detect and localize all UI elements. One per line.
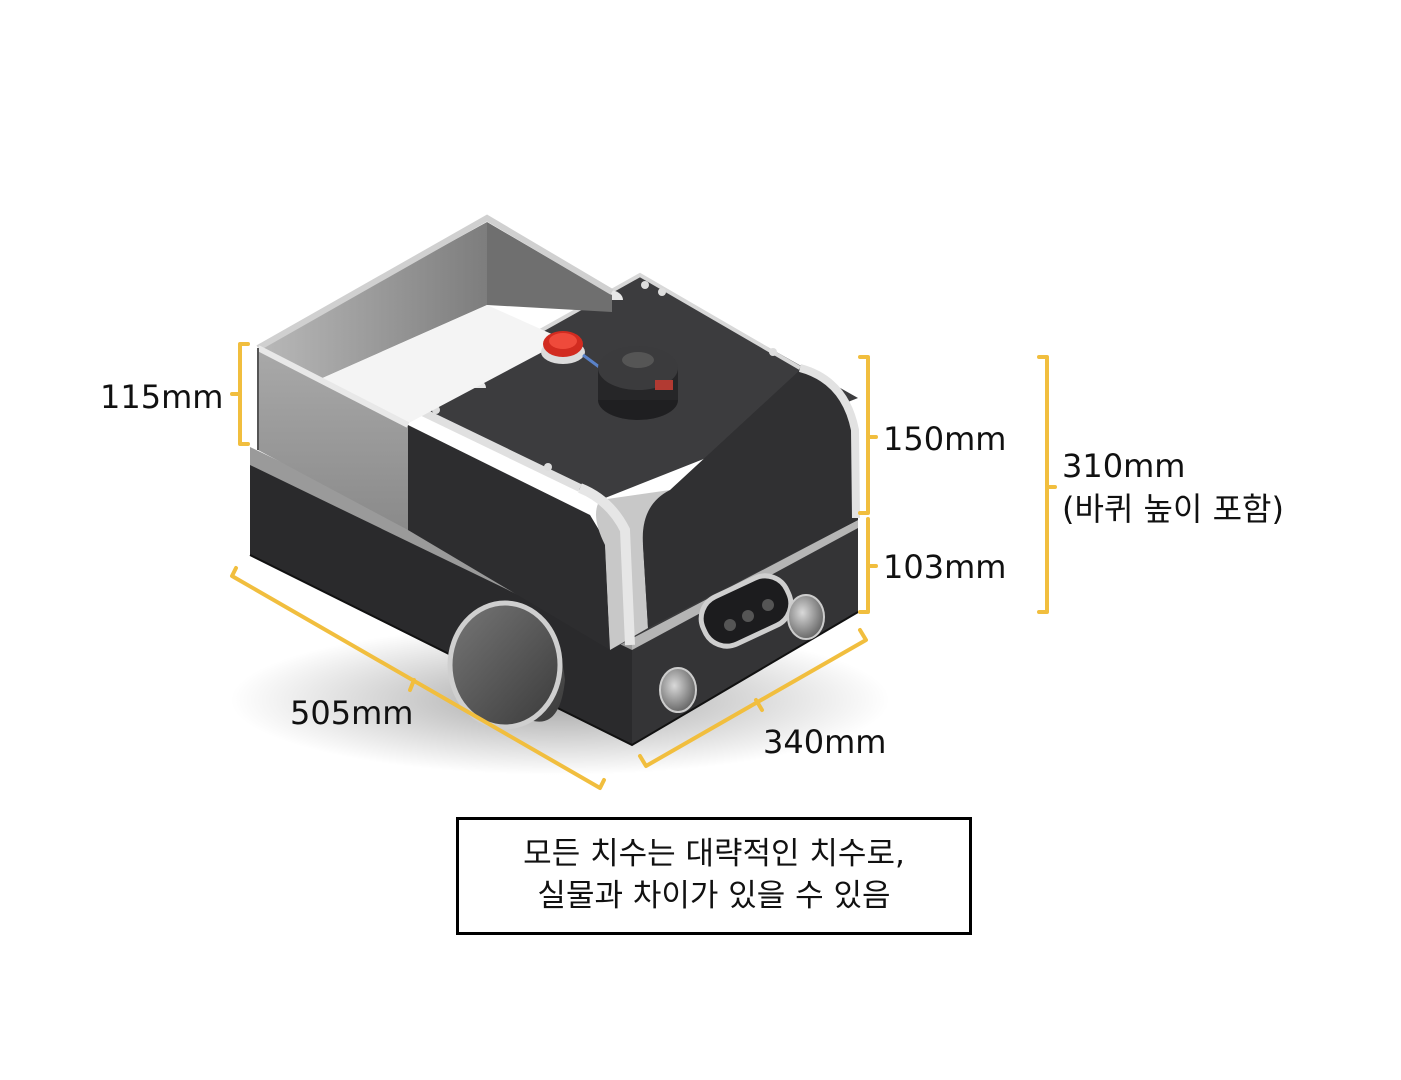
estop-button: [541, 331, 585, 364]
wheel: [447, 600, 565, 730]
bracket-115: [230, 342, 250, 446]
label-bin-height: 115mm: [100, 378, 224, 416]
bracket-310: [1037, 355, 1057, 614]
label-total-height-note: (바퀴 높이 포함): [1062, 490, 1284, 528]
label-lower-height: 103mm: [883, 548, 1007, 586]
robot-bin: [256, 214, 614, 530]
label-length: 505mm: [290, 694, 414, 732]
bracket-340: [638, 628, 868, 768]
front-camera: [698, 573, 794, 649]
bracket-505: [230, 566, 606, 790]
label-total-height: 310mm: [1062, 447, 1186, 485]
sonar-sensor: [787, 594, 825, 640]
label-width: 340mm: [763, 723, 887, 761]
lidar-sensor: [598, 346, 678, 420]
label-upper-height: 150mm: [883, 420, 1007, 458]
bracket-103: [858, 517, 878, 614]
disclaimer-box: 모든 치수는 대략적인 치수로, 실물과 차이가 있을 수 있음: [456, 817, 972, 935]
sonar-sensor: [659, 667, 697, 713]
bracket-150: [858, 355, 878, 515]
disclaimer-line-2: 실물과 차이가 있을 수 있음: [537, 878, 891, 914]
disclaimer-line-1: 모든 치수는 대략적인 치수로,: [523, 836, 905, 873]
